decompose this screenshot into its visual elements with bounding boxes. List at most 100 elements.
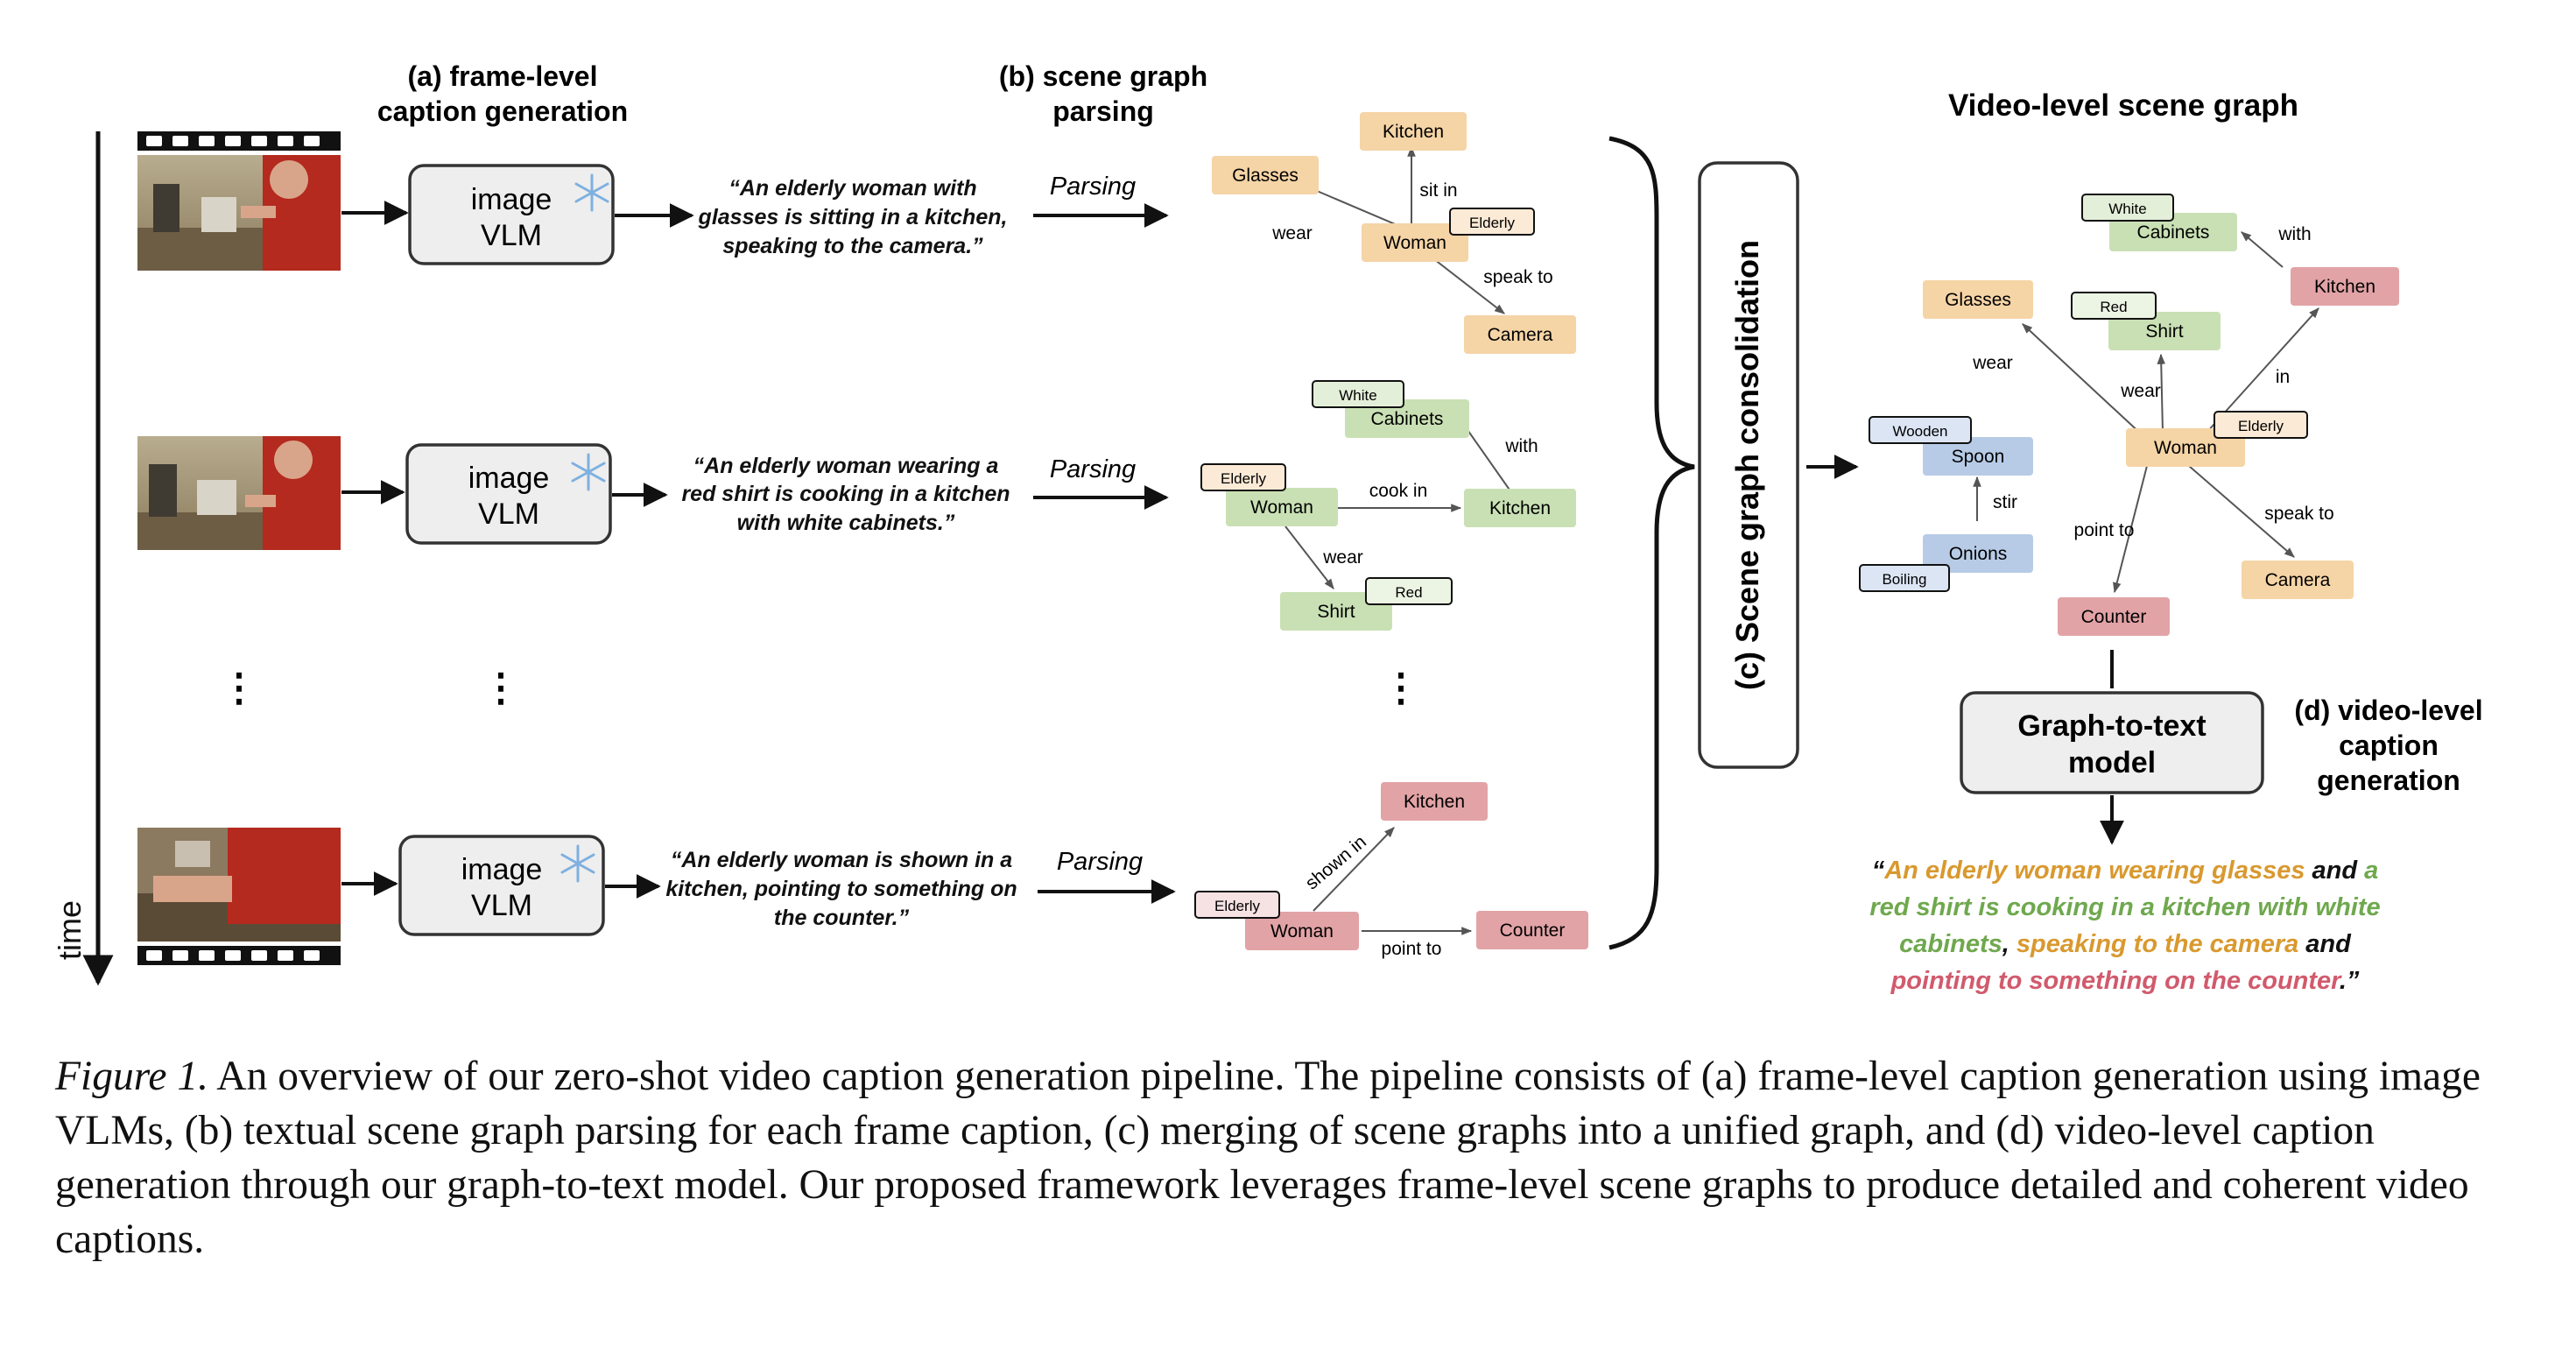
vg-node-camera: Camera (2265, 570, 2331, 590)
caption-run: and (2298, 930, 2352, 958)
left-curly-brace (1608, 136, 1695, 950)
vlm-label-line1: image (471, 183, 553, 216)
frame-caption-1-line2: glasses is sitting in a kitchen, (698, 205, 1008, 229)
scene-graph-1: Glasses Kitchen Woman Camera Elderly wea… (1212, 112, 1576, 354)
g1-edge-speak-to: speak to (1483, 267, 1552, 287)
vg-attr-red: Red (2100, 299, 2127, 315)
g3-node-woman: Woman (1270, 921, 1334, 941)
title-a-line1: (a) frame-level (408, 60, 598, 92)
figure-caption-label: Figure 1. (55, 1054, 209, 1099)
vlm-label-line2: VLM (478, 497, 539, 531)
g1-node-woman: Woman (1383, 233, 1446, 253)
figure-caption: Figure 1. An overview of our zero-shot v… (55, 1049, 2498, 1266)
vg-edge-stir: stir (1993, 492, 2017, 512)
frame-image-3 (137, 828, 341, 941)
g3-node-counter: Counter (1500, 920, 1566, 941)
vg-edge-with: with (2277, 224, 2311, 244)
title-b-line1: (b) scene graph (999, 60, 1207, 92)
frame-image-1 (137, 155, 341, 271)
graph-to-text-box: Graph-to-text model (1960, 691, 2264, 794)
g1-attr-elderly: Elderly (1469, 215, 1515, 231)
caption-run: red shirt is cooking in a kitchen with w… (1869, 893, 2380, 921)
figure-caption-text: An overview of our zero-shot video capti… (55, 1054, 2481, 1262)
ellipsis-vlm: ⋮ (482, 666, 520, 709)
vg-node-counter: Counter (2081, 607, 2147, 627)
caption-run: speaking to the camera (2016, 930, 2298, 958)
caption-run: “ (1872, 857, 1885, 885)
g2-attr-elderly: Elderly (1221, 470, 1266, 487)
vlm-label-line1: image (468, 462, 550, 495)
vg-edge-point-to: point to (2074, 520, 2135, 540)
scene-graph-3: Kitchen Woman Elderly Counter shown in p… (1194, 782, 1588, 959)
vlm-box-3: image VLM (398, 835, 605, 936)
final-caption-line2: red shirt is cooking in a kitchen with w… (1869, 893, 2380, 921)
vg-node-shirt: Shirt (2145, 321, 2183, 342)
video-scene-graph: Cabinets White Glasses Shirt Red Kitchen… (1859, 194, 2399, 636)
vg-node-cabinets: Cabinets (2137, 222, 2210, 243)
vlm-box-2: image VLM (405, 443, 612, 545)
g2-node-woman: Woman (1250, 497, 1313, 518)
g1-node-glasses: Glasses (1232, 166, 1299, 186)
caption-run: and (2305, 857, 2364, 885)
frame-caption-3-line3: the counter.” (774, 906, 910, 930)
frame-image-2 (137, 436, 341, 550)
parsing-label-3: Parsing (1057, 848, 1143, 876)
g2-attr-red: Red (1395, 584, 1422, 601)
vg-node-onions: Onions (1949, 544, 2008, 564)
vlm-label-line1: image (461, 853, 543, 886)
time-label: time (52, 900, 88, 960)
g1-node-camera: Camera (1488, 325, 1553, 345)
vg-edge-wear-glasses: wear (1972, 353, 2013, 373)
frame-caption-2-line1: “An elderly woman wearing a (693, 454, 999, 478)
parsing-label-1: Parsing (1050, 173, 1136, 201)
ellipsis-frames: ⋮ (220, 666, 258, 709)
g3-attr-elderly: Elderly (1214, 898, 1260, 914)
frame-caption-3-line1: “An elderly woman is shown in a (671, 848, 1012, 872)
vg-edge-speak-to: speak to (2264, 504, 2333, 524)
title-d-line2: caption (2339, 730, 2439, 761)
vg-attr-white: White (2108, 201, 2146, 217)
vg-edge-in: in (2276, 367, 2290, 387)
ellipsis-graphs: ⋮ (1382, 666, 1420, 709)
title-video-graph: Video-level scene graph (1948, 88, 2298, 123)
g2-attr-white: White (1339, 387, 1376, 404)
g1-edge-sit-in: sit in (1419, 180, 1457, 201)
consolidation-label: (c) Scene graph consolidation (1729, 240, 1765, 690)
caption-run: An elderly woman wearing glasses (1883, 857, 2305, 885)
g2-edge-wear: wear (1322, 547, 1363, 568)
vlm-box-1: image VLM (408, 164, 615, 265)
snowflake-icon (560, 844, 595, 883)
snowflake-icon (574, 173, 609, 212)
g2-edge-with: with (1504, 436, 1538, 456)
g3-node-kitchen: Kitchen (1404, 792, 1465, 812)
parsing-label-2: Parsing (1050, 455, 1136, 483)
final-caption-line4: pointing to something on the counter.” (1890, 967, 2360, 995)
vg-attr-elderly: Elderly (2238, 418, 2284, 434)
vg-attr-boiling: Boiling (1882, 571, 1926, 588)
g1-node-kitchen: Kitchen (1383, 122, 1444, 142)
vg-node-kitchen: Kitchen (2314, 277, 2375, 297)
snowflake-icon (571, 453, 606, 491)
final-video-caption: “An elderly woman wearing glasses and a … (1869, 857, 2380, 995)
vg-node-glasses: Glasses (1945, 290, 2011, 310)
caption-run: a (2364, 857, 2378, 885)
vlm-label-line2: VLM (471, 889, 532, 922)
final-caption-line1: “An elderly woman wearing glasses and a (1872, 857, 2379, 885)
final-caption-line3: cabinets, speaking to the camera and (1899, 930, 2352, 958)
graph-to-text-line2: model (2068, 746, 2156, 779)
caption-run: cabinets (1899, 930, 2002, 958)
film-strip-bottom (137, 946, 341, 965)
vg-node-spoon: Spoon (1952, 447, 2005, 467)
frame-caption-1-line1: “An elderly woman with (728, 176, 976, 201)
g3-edge-point-to: point to (1382, 939, 1442, 959)
graph-to-text-line1: Graph-to-text (2017, 709, 2206, 743)
caption-run: pointing to something on the counter (1890, 967, 2343, 995)
title-a-line2: caption generation (377, 95, 628, 127)
film-strip-top (137, 131, 341, 151)
caption-run: .” (2340, 967, 2360, 995)
consolidation-box: (c) Scene graph consolidation (1698, 161, 1799, 769)
title-d-line1: (d) video-level (2294, 695, 2482, 726)
title-b-line2: parsing (1052, 95, 1154, 127)
g2-node-shirt: Shirt (1317, 602, 1355, 622)
